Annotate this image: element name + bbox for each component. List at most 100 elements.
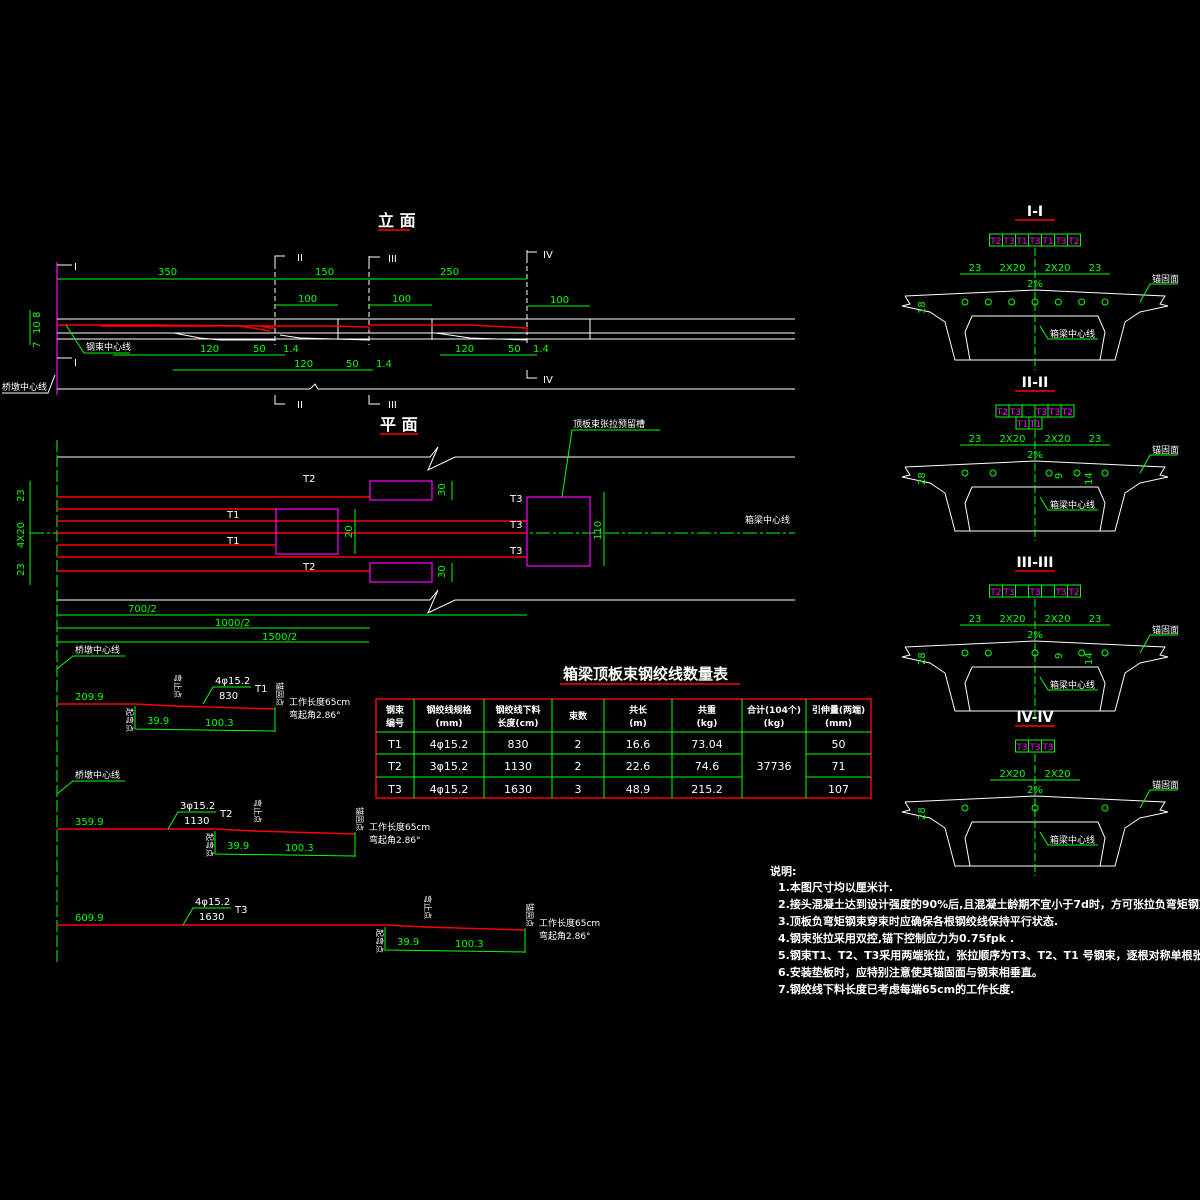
straight-length: 359.9	[75, 817, 104, 828]
dim-100-3: 100.3	[455, 939, 484, 950]
tendon-tag: T2	[1067, 588, 1079, 598]
table-cell: 1630	[504, 783, 532, 796]
box-girder-cell	[964, 666, 1106, 712]
dim-1500-2: 1500/2	[262, 632, 297, 643]
leader	[1139, 789, 1178, 809]
table-cell: 107	[828, 783, 849, 796]
tendon-tag: T3	[1028, 743, 1040, 753]
duct-icon	[1031, 804, 1039, 812]
depth-dim: 28	[917, 472, 928, 485]
depth-dim-2: 14	[1084, 472, 1095, 485]
anchor-face-label: 锚固面	[1152, 779, 1179, 791]
beam-centerline-label: 箱梁中心线	[1050, 499, 1095, 511]
dim-250: 250	[440, 267, 459, 278]
dim-1-4-c: 1.4	[533, 344, 549, 355]
dim-line	[214, 831, 356, 857]
box-girder-cell	[964, 821, 1106, 867]
duct-icon	[961, 804, 969, 812]
tendon-tag: T3	[1048, 408, 1060, 418]
table-header: 钢束	[386, 704, 405, 716]
tag-box	[1015, 584, 1029, 598]
tag-box	[1060, 404, 1075, 418]
tendon-tag: T1	[1041, 237, 1053, 247]
anchor-point-label: 锚固点	[525, 903, 535, 927]
dim-150: 150	[315, 267, 334, 278]
plan-tendon-t2-bottom: T2	[302, 562, 315, 573]
leader	[202, 686, 251, 705]
table-cell: 71	[832, 760, 846, 773]
tendon-id: T3	[234, 905, 247, 916]
leader	[167, 811, 216, 830]
dim-left-4x20: 4X20	[16, 522, 27, 548]
tendon-tag: T2	[1067, 237, 1079, 247]
strand-spec: 4φ15.2	[215, 676, 250, 687]
plan-tendon-t1-b: T1	[226, 536, 239, 547]
table-cell: 3	[575, 783, 582, 796]
bend-start-label: 起弯点	[205, 833, 215, 857]
tag-box	[1041, 739, 1055, 753]
strand-spec: 4φ15.2	[195, 897, 230, 908]
bend-end-label: 弯止点	[423, 895, 433, 919]
tendon-tag: T3	[1041, 743, 1053, 753]
dim-label: 2X20	[1000, 614, 1026, 625]
plan-tendon-t3-a: T3	[509, 494, 522, 505]
duct-icon	[1031, 298, 1039, 306]
table-header-unit: (mm)	[825, 719, 852, 729]
table-cell: 4φ15.2	[430, 783, 469, 796]
slope-label: 2%	[1027, 450, 1043, 461]
dim-label: 2X20	[1000, 434, 1026, 445]
dim-label: 23	[1089, 263, 1102, 274]
dim-39-9: 39.9	[397, 937, 419, 948]
table-cell: 50	[832, 738, 846, 751]
depth-dim-3: 9	[1054, 473, 1065, 479]
note-item: 5.钢束T1、T2、T3采用两端张拉，张拉顺序为T3、T2、T1 号钢束，逐根对…	[778, 948, 1200, 962]
tendon-tag: T3	[1002, 237, 1014, 247]
depth-dim: 28	[917, 652, 928, 665]
table-header: 合计(104个)	[747, 704, 801, 716]
tendon-tag: T3	[1028, 237, 1040, 247]
leader	[182, 907, 231, 926]
anchor-face-label: 锚固面	[1152, 624, 1179, 636]
table-header-unit: (mm)	[436, 719, 463, 729]
duct-icon	[1101, 469, 1109, 477]
tendon-line	[57, 924, 526, 931]
note-item: 7.钢绞线下料长度已考虑每端65cm的工作长度.	[778, 982, 1014, 996]
table-header-unit: 长度(cm)	[498, 717, 539, 729]
table-cell: T1	[387, 738, 402, 751]
section-mark-i: I	[74, 262, 77, 273]
tendon-line	[57, 703, 276, 710]
tag-box	[1067, 233, 1081, 247]
dim-100-3: 100.3	[285, 843, 314, 854]
section-title: IV-IV	[1017, 710, 1054, 726]
dim-left-10: 10	[32, 321, 43, 334]
tendon-tag: T3	[1009, 408, 1021, 418]
duct-icon	[1008, 298, 1016, 306]
table-cell: 48.9	[626, 783, 651, 796]
table-header: 引伸量(两端)	[812, 704, 865, 716]
dim-700-2: 700/2	[128, 604, 157, 615]
pier-centerline-label: 桥墩中心线	[2, 381, 47, 393]
straight-length: 609.9	[75, 913, 104, 924]
table-header-unit: 编号	[386, 717, 404, 729]
dim-label: 23	[1089, 614, 1102, 625]
tendon-tag: T1	[1016, 420, 1028, 430]
dim-left-23-bottom: 23	[16, 563, 27, 576]
pier-centerline-label: 桥墩中心线	[75, 644, 120, 656]
working-length: 工作长度65cm	[289, 696, 350, 708]
dim-120-a: 120	[200, 344, 219, 355]
section-mark-i-bottom: I	[74, 358, 77, 369]
dim-left-23-top: 23	[16, 489, 27, 502]
box-girder-outline	[901, 795, 1169, 867]
duct-icon	[961, 649, 969, 657]
leader	[56, 780, 125, 795]
table-cell: 3φ15.2	[430, 760, 469, 773]
dim-line	[134, 706, 276, 732]
table-cell: 1130	[504, 760, 532, 773]
slope-label: 2%	[1027, 785, 1043, 796]
beam-centerline-label: 箱梁中心线	[1050, 834, 1095, 846]
tensioning-slot-label: 顶板束张拉预留槽	[573, 418, 645, 430]
dim-120-b: 120	[294, 359, 313, 370]
